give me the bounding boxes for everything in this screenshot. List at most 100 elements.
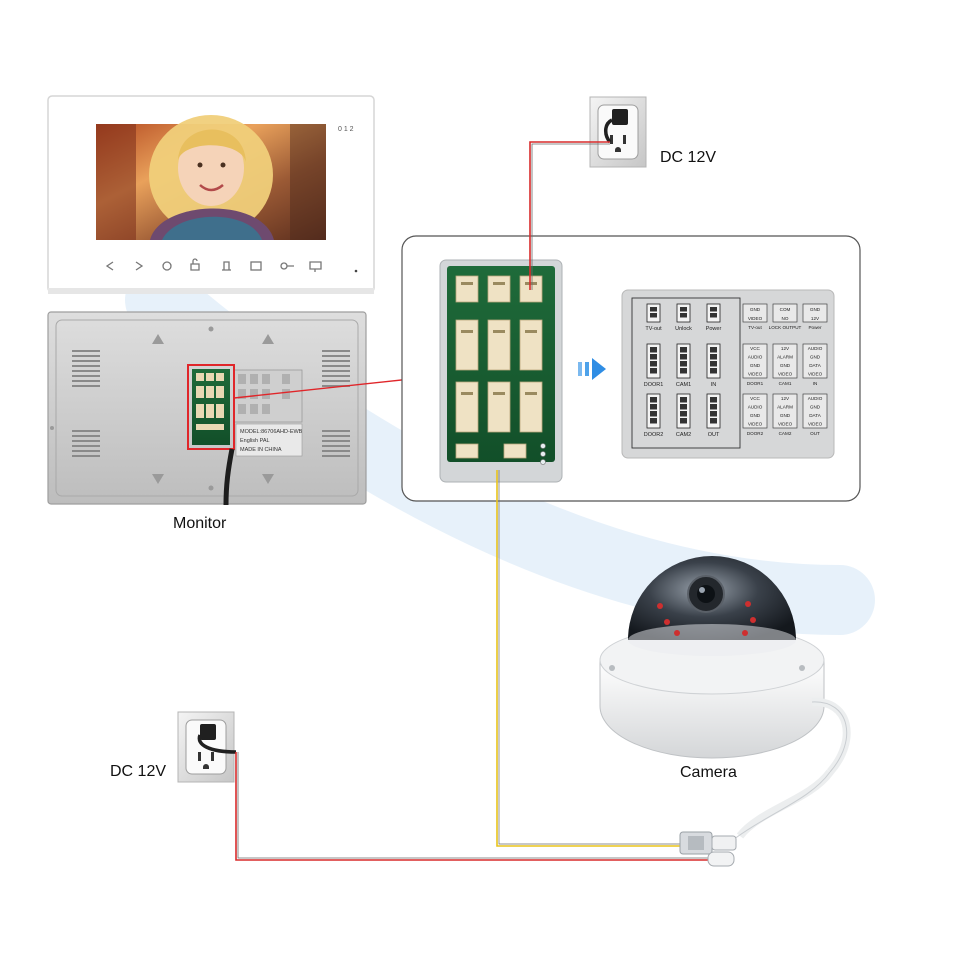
legend-pin-text: COM — [780, 307, 791, 312]
legend-pin-text: VIDEO — [748, 422, 763, 427]
legend-pin-box — [772, 393, 798, 429]
connector-cam1 — [487, 319, 511, 371]
legend-pin-text: NO — [782, 316, 789, 321]
legend-pin-box — [802, 393, 828, 429]
legend-pin-box — [802, 343, 828, 379]
settings-icon — [162, 261, 172, 271]
door-icon — [222, 261, 231, 271]
sticker-line: English PAL — [240, 438, 270, 444]
legend-pin-text: VIDEO — [778, 422, 793, 427]
legend-pin-text: GND — [750, 413, 761, 418]
legend-pin-text: VIDEO — [808, 422, 823, 427]
legend-pin-text: AUDIO — [748, 355, 763, 360]
dc-jack — [707, 851, 735, 867]
power-label-bottom: DC 12V — [110, 763, 167, 780]
legend-pin-text: VIDEO — [778, 372, 793, 377]
legend-label: IN — [711, 382, 717, 388]
screen-photo — [96, 115, 326, 240]
monitor-icon — [309, 261, 322, 272]
legend-pin-text: GND — [750, 307, 761, 312]
connector-power — [519, 275, 543, 303]
legend-pin-text: AUDIO — [808, 396, 823, 401]
legend-pin-text: ALARM — [777, 355, 793, 360]
key-icon — [280, 262, 294, 270]
legend-pin-text: DATA — [809, 363, 822, 368]
pcb-thumbnail — [187, 364, 235, 450]
legend-label: CAM1 — [676, 382, 691, 388]
video-wire — [496, 470, 690, 847]
power-wire-top — [529, 141, 610, 290]
legend-pin-text: GND — [810, 405, 821, 410]
legend-caption: CAM1 — [779, 381, 792, 386]
legend-pin-text: GND — [810, 355, 821, 360]
legend-caption: Power — [808, 325, 821, 330]
menu-icon — [250, 261, 262, 271]
legend-pin-text: VIDEO — [748, 372, 763, 377]
legend-pin-text: VCC — [750, 346, 760, 351]
legend-pin-box — [742, 343, 768, 379]
power-outlet-bottom — [177, 711, 237, 783]
legend-pin-box — [802, 303, 828, 323]
pcb-board — [439, 259, 563, 483]
connector-unlock — [487, 275, 511, 303]
monitor-back: MODEL:86706AHD-EWB English PAL MADE IN C… — [47, 311, 367, 506]
power-outlet-top — [589, 96, 647, 168]
legend-label: CAM2 — [676, 432, 691, 438]
legend-label: DOOR2 — [644, 432, 664, 438]
indicator-text: 0 1 2 — [338, 126, 354, 133]
dome-camera — [599, 556, 825, 759]
legend-caption: LOCK OUTPUT — [769, 325, 802, 330]
legend-caption: DOOR2 — [747, 431, 764, 436]
power-label-top: DC 12V — [660, 149, 717, 166]
legend-pin-text: 12V — [811, 316, 820, 321]
unlock-icon — [190, 258, 200, 271]
chevron-right-icon — [578, 358, 606, 380]
connector-in — [519, 319, 543, 371]
legend-caption: CAM2 — [779, 431, 792, 436]
legend-pin-text: AUDIO — [808, 346, 823, 351]
legend-caption: TV-out — [748, 325, 762, 330]
connector-door1 — [455, 319, 479, 371]
legend-pin-text: DATA — [809, 413, 822, 418]
back-icon — [105, 261, 114, 271]
legend-pin-text: GND — [780, 413, 791, 418]
legend-pin-box — [772, 343, 798, 379]
legend-pin-text: AUDIO — [748, 405, 763, 410]
legend-pin-text: 12V — [781, 346, 790, 351]
touch-buttons — [105, 258, 322, 272]
legend-label: OUT — [708, 432, 720, 438]
connector-tv-out — [455, 275, 479, 303]
legend-label: Unlock — [675, 326, 692, 332]
bnc-connector — [679, 831, 737, 855]
legend-caption: DOOR1 — [747, 381, 764, 386]
camera-label: Camera — [680, 764, 737, 781]
legend-pin-box — [772, 303, 798, 323]
camera-cable — [729, 697, 851, 843]
legend-caption: IN — [813, 381, 818, 386]
legend-pin-box — [742, 393, 768, 429]
monitor-front: 0 1 2 — [47, 95, 375, 294]
sticker-line: MODEL:86706AHD-EWB — [240, 429, 303, 435]
monitor-label: Monitor — [173, 515, 227, 532]
legend-pin-text: VIDEO — [748, 316, 763, 321]
legend-caption: OUT — [810, 431, 820, 436]
legend-label: TV-out — [645, 326, 662, 332]
legend-label: Power — [706, 326, 722, 332]
legend-pin-text: GND — [750, 363, 761, 368]
legend-pin-text: VIDEO — [808, 372, 823, 377]
legend-pin-text: 12V — [781, 396, 790, 401]
connector-cam2 — [487, 381, 511, 433]
legend-pin-box — [742, 303, 768, 323]
forward-icon — [135, 261, 144, 271]
connector-out — [519, 381, 543, 433]
connector-door2 — [455, 381, 479, 433]
legend-pin-text: GND — [810, 307, 821, 312]
model-sticker: MODEL:86706AHD-EWB English PAL MADE IN C… — [235, 423, 303, 457]
legend-pin-text: VCC — [750, 396, 760, 401]
legend-pin-text: GND — [780, 363, 791, 368]
legend-label: DOOR1 — [644, 382, 664, 388]
pcb-highlight-box — [187, 364, 235, 450]
legend-pin-text: ALARM — [777, 405, 793, 410]
